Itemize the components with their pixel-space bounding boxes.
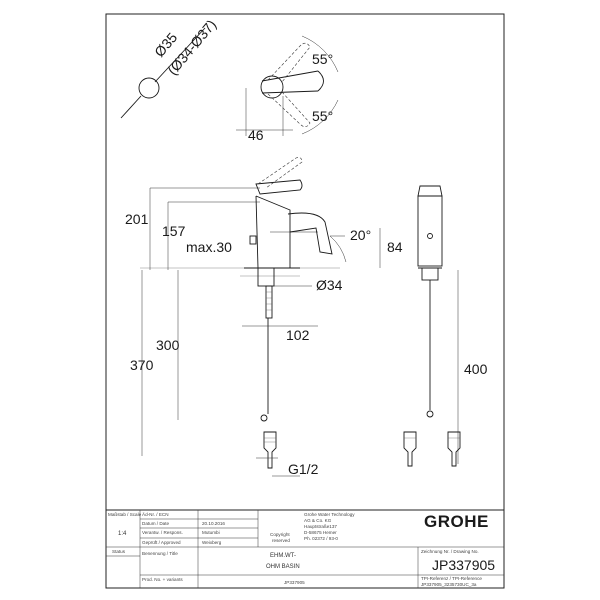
value-date: 20.10.2016 xyxy=(202,521,225,526)
dim-len-370: 370 xyxy=(130,357,154,373)
grohe-logo: GROHE xyxy=(424,512,489,531)
value-reference: JP337905_3235730UC_3a xyxy=(421,582,477,587)
copyright-line-2: reserved xyxy=(272,538,290,543)
dim-angle-top: 55° xyxy=(312,51,333,67)
dim-thread-g12: G1/2 xyxy=(288,461,319,477)
label-reference: TPI-Referenz / TPI-Reference xyxy=(421,576,482,581)
label-drawing-no: Zeichnung Nr. / Drawing No. xyxy=(421,549,479,554)
label-approved: Geprüft / Approved xyxy=(142,540,181,545)
title-line-1: EHM.WT- xyxy=(270,553,296,559)
label-product-no: Prod. No. + variants xyxy=(142,577,183,582)
company-line-1: Grohe Water Technology xyxy=(304,512,355,517)
label-date: Datum / Date xyxy=(142,521,170,526)
company-line-2: AG & Co. KG xyxy=(304,518,332,523)
value-drawing-no: JP337905 xyxy=(432,557,495,573)
dim-max-30: max.30 xyxy=(186,239,232,255)
plan-view: 55° 55° 46 xyxy=(236,35,339,143)
dim-height-84: 84 xyxy=(387,239,403,255)
value-product-no: JP337905 xyxy=(284,580,305,585)
title-block: Maßstab / Scale 1:4 Äd-Nr. / ECN Datum /… xyxy=(106,509,504,588)
drawing-frame xyxy=(105,13,505,589)
company-line-5: Ph. 02372 / 93-0 xyxy=(304,536,338,541)
dim-reach-102: 102 xyxy=(286,327,310,343)
value-approved: Weixberg xyxy=(202,540,222,545)
company-line-4: D-58675 Hemer xyxy=(304,530,337,535)
dim-dia-34: Ø34 xyxy=(316,277,343,293)
dim-width-46: 46 xyxy=(248,127,264,143)
dim-height-157: 157 xyxy=(162,223,186,239)
dim-height-201: 201 xyxy=(125,211,149,227)
label-responsible: Verantw. / Respons. xyxy=(142,530,183,535)
label-ecn: Äd-Nr. / ECN xyxy=(142,511,169,517)
company-line-3: Hauptstraße137 xyxy=(304,524,337,529)
dim-angle-bottom: 55° xyxy=(312,108,333,124)
label-designation: Benennung / Title xyxy=(142,551,178,556)
dim-len-400: 400 xyxy=(464,361,488,377)
label-scale: Maßstab / Scale xyxy=(108,512,142,517)
value-scale: 1:4 xyxy=(118,531,127,537)
hole-detail-view: Ø35 (Ø34-Ø37) xyxy=(120,16,219,119)
value-responsible: Mutumbi xyxy=(202,530,220,535)
dim-len-300: 300 xyxy=(156,337,180,353)
front-elevation: 400 xyxy=(403,185,488,467)
label-status: Status xyxy=(112,549,126,554)
side-elevation: 201 157 max.30 20° 84 Ø34 102 300 370 G1… xyxy=(125,157,403,477)
copyright-line-1: Copyright xyxy=(270,532,290,537)
title-line-2: OHM BASIN xyxy=(266,564,300,570)
dim-angle-20: 20° xyxy=(350,227,371,243)
